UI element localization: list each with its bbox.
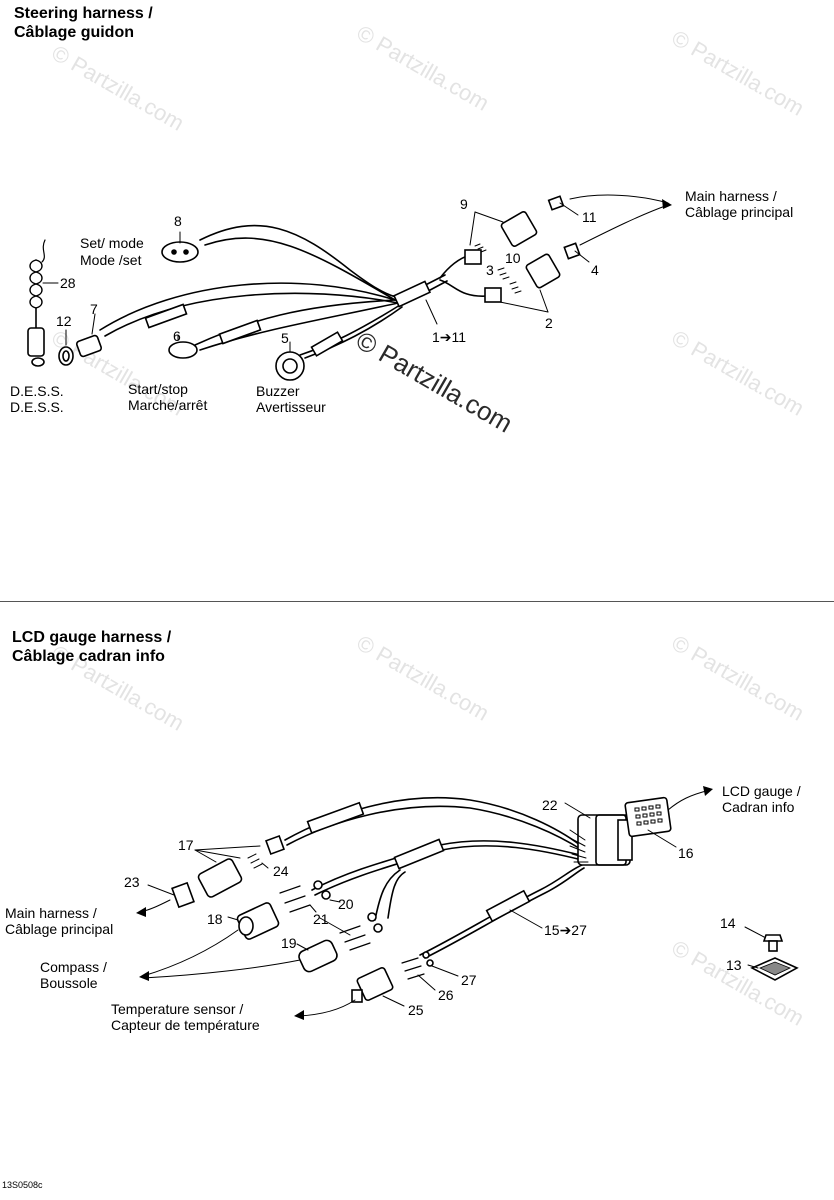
callout-2: 2 — [545, 315, 553, 331]
callout-24: 24 — [273, 863, 289, 879]
title-line: Câblage cadran info — [12, 648, 165, 665]
label-lcd-gauge-en: LCD gauge / — [722, 783, 801, 799]
callout-20: 20 — [338, 896, 354, 912]
section-divider — [0, 601, 834, 602]
callout-19: 19 — [281, 935, 297, 951]
title-line: LCD gauge harness / — [12, 629, 172, 646]
label-main-harness-fr: Câblage principal — [685, 204, 794, 220]
callout-17: 17 — [178, 837, 194, 853]
callout-27: 27 — [461, 972, 477, 988]
label-set-mode-fr: Mode /set — [80, 252, 142, 268]
callout-14: 14 — [720, 915, 736, 931]
callout-23: 23 — [124, 874, 140, 890]
callout-4: 4 — [591, 262, 599, 278]
label-dess-fr: D.E.S.S. — [10, 399, 64, 415]
label-temp-sensor-fr: Capteur de température — [111, 1017, 260, 1033]
callout-22: 22 — [542, 797, 558, 813]
callout-9: 9 — [460, 196, 468, 212]
section-title-steering: Steering harness / Câblage guidon — [14, 4, 153, 42]
label-buzzer-fr: Avertisseur — [256, 399, 326, 415]
label-lcd-gauge-fr: Cadran info — [722, 799, 795, 815]
callout-5: 5 — [281, 330, 289, 346]
callout-21: 21 — [313, 911, 329, 927]
callout-26: 26 — [438, 987, 454, 1003]
label-buzzer-en: Buzzer — [256, 383, 300, 399]
label-start-stop-en: Start/stop — [128, 381, 188, 397]
section-title-lcd: LCD gauge harness / Câblage cadran info — [12, 628, 171, 666]
callout-12: 12 — [56, 313, 72, 329]
callout-8: 8 — [174, 213, 182, 229]
callout-6: 6 — [173, 328, 181, 344]
callout-3: 3 — [486, 262, 494, 278]
callout-1-11: 1➔11 — [432, 329, 467, 345]
label-temp-sensor-en: Temperature sensor / — [111, 1001, 244, 1017]
label-main-harness-fr: Câblage principal — [5, 921, 114, 937]
label-main-harness-en: Main harness / — [5, 905, 97, 921]
callout-18: 18 — [207, 911, 223, 927]
figure-code: 13S0508c — [2, 1180, 43, 1190]
label-compass-en: Compass / — [40, 959, 107, 975]
callout-11: 11 — [582, 209, 597, 225]
label-dess-en: D.E.S.S. — [10, 383, 64, 399]
label-start-stop-fr: Marche/arrêt — [128, 397, 208, 413]
label-set-mode-en: Set/ mode — [80, 235, 144, 251]
callout-13: 13 — [726, 957, 742, 973]
title-line: Câblage guidon — [14, 24, 134, 41]
callout-16: 16 — [678, 845, 694, 861]
label-compass-fr: Boussole — [40, 975, 98, 991]
title-line: Steering harness / — [14, 5, 153, 22]
callout-15-27: 15➔27 — [544, 922, 587, 938]
callout-25: 25 — [408, 1002, 424, 1018]
callout-28: 28 — [60, 275, 76, 291]
callout-7: 7 — [90, 301, 98, 317]
label-main-harness-en: Main harness / — [685, 188, 777, 204]
callout-10: 10 — [505, 250, 521, 266]
